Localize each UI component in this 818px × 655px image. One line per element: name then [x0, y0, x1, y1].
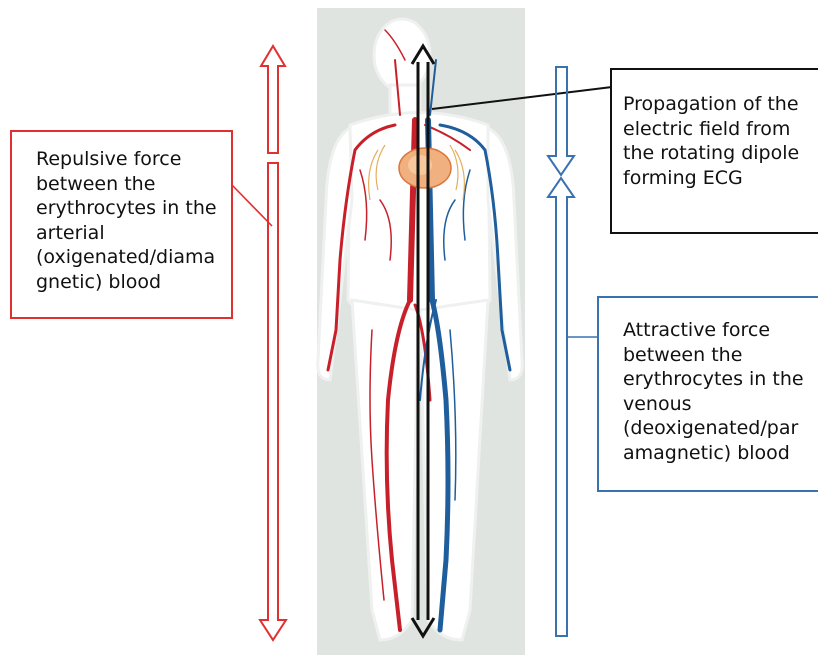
repulsive-label-line: between the [36, 172, 225, 197]
ecg-label-line: the rotating dipole [623, 141, 816, 166]
ecg-label-line: forming ECG [623, 166, 816, 191]
repulsive-label-line: (oxigenated/diama [36, 245, 225, 270]
ecg-propagation-label: Propagation of the electric field from t… [610, 68, 818, 234]
attractive-force-label: Attractive force between the erythrocyte… [597, 296, 818, 492]
arterial-repulsion-arrow-upper [261, 46, 285, 153]
repulsive-label-line: arterial [36, 221, 225, 246]
attractive-label-line: amagnetic) blood [623, 441, 818, 466]
venous-attraction-arrow-upper [548, 67, 574, 175]
attractive-label-line: venous [623, 392, 818, 417]
ecg-label-line: electric field from [623, 117, 816, 142]
repulsive-pointer-line [232, 185, 272, 226]
heart-icon [399, 148, 451, 188]
attractive-label-line: Attractive force [623, 318, 818, 343]
repulsive-force-label: Repulsive force between the erythrocytes… [10, 130, 233, 319]
venous-attraction-arrow-lower [548, 178, 574, 636]
attractive-label-line: between the [623, 343, 818, 368]
repulsive-label-line: erythrocytes in the [36, 196, 225, 221]
arterial-repulsion-arrow-lower [260, 163, 286, 640]
repulsive-label-line: gnetic) blood [36, 270, 225, 295]
ecg-label-line: Propagation of the [623, 92, 816, 117]
repulsive-label-line: Repulsive force [36, 147, 225, 172]
attractive-label-line: (deoxigenated/par [623, 416, 818, 441]
attractive-label-line: erythrocytes in the [623, 367, 818, 392]
